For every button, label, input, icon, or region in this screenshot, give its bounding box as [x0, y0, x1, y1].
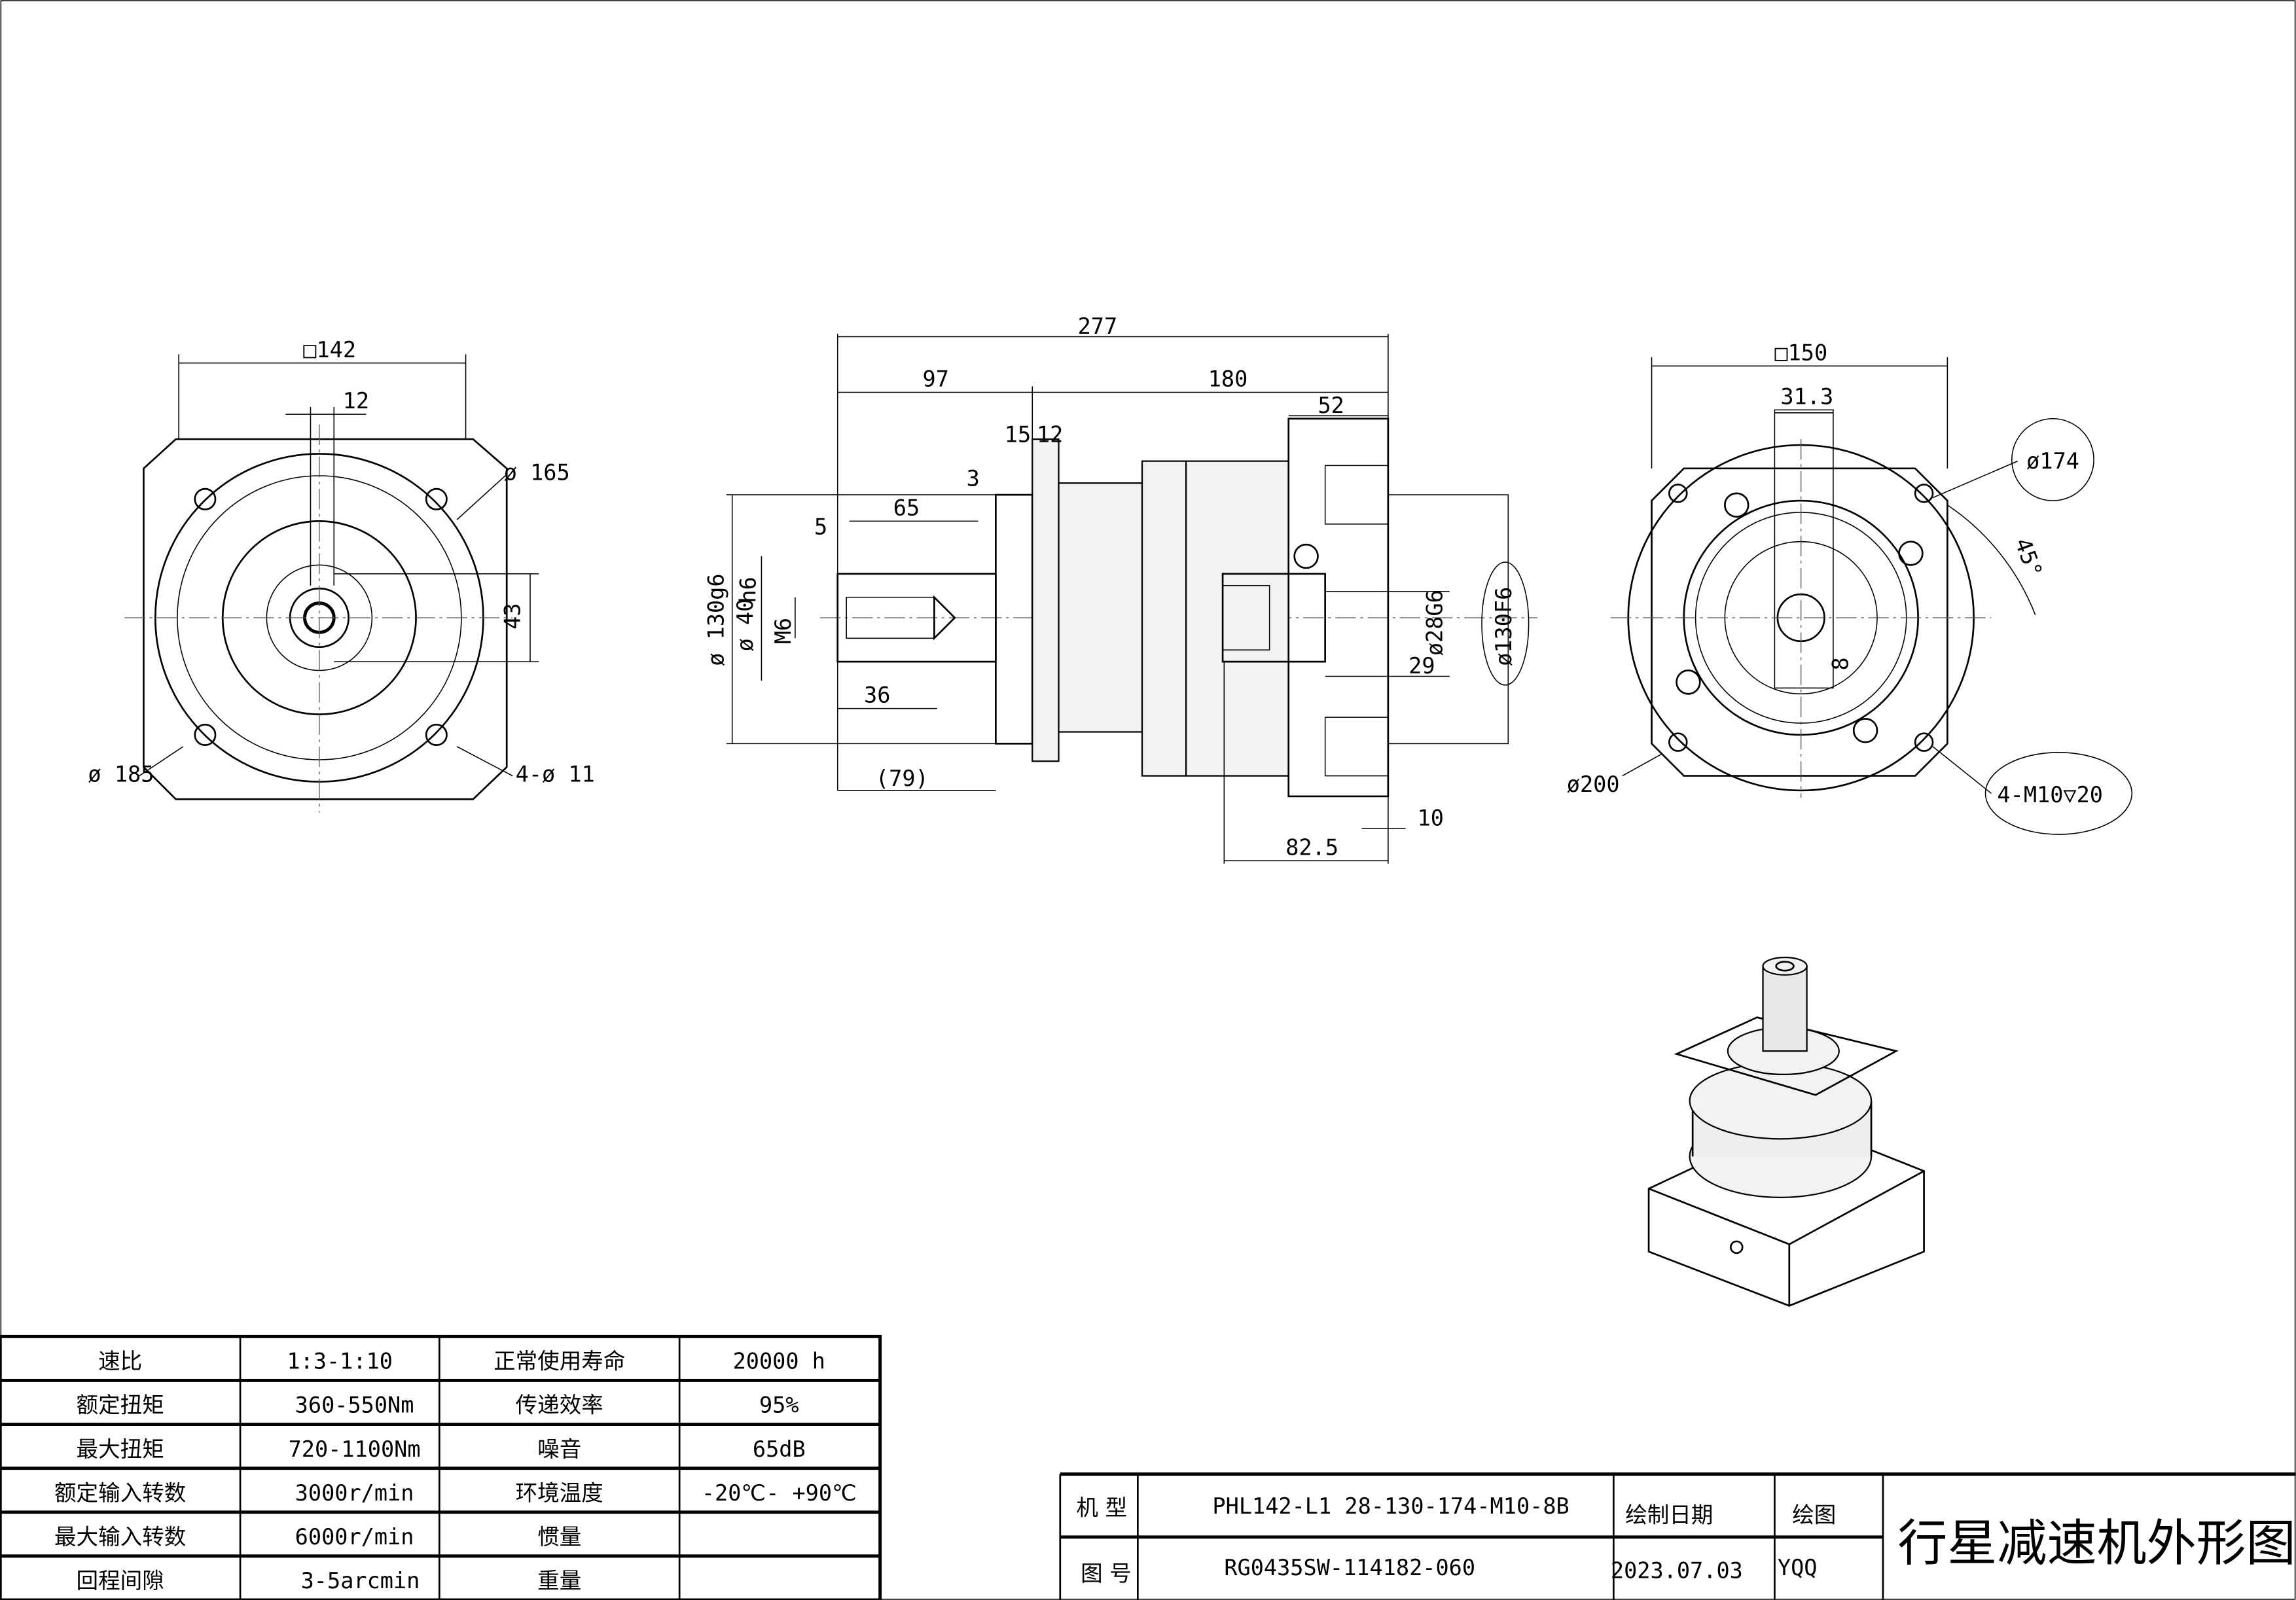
- dim-36: 36: [864, 683, 890, 708]
- dim-52: 52: [1318, 393, 1344, 418]
- spec-label: 环境温度: [516, 1480, 603, 1506]
- dim-3: 3: [967, 466, 980, 491]
- spec-label: 额定扭矩: [77, 1393, 164, 1418]
- drawing-number: RG0435SW-114182-060: [1224, 1555, 1475, 1580]
- spec-value: 3000r/min: [295, 1480, 414, 1506]
- dim-8: 8: [1827, 657, 1853, 670]
- dim-holes: 4-ø 11: [516, 762, 595, 787]
- spec-label: 最大扭矩: [77, 1436, 164, 1462]
- dim-82-5: 82.5: [1285, 834, 1338, 860]
- dim-dia-174: ø174: [2026, 448, 2079, 474]
- side-view: 277 97 180 52 15 12 3 65 5 ø 130g6 ø 40 …: [703, 313, 1538, 864]
- drawing-number-label: 图 号: [1081, 1561, 1132, 1586]
- model-number: PHL142-L1 28-130-174-M10-8B: [1212, 1493, 1569, 1519]
- title-block: 机 型 PHL142-L1 28-130-174-M10-8B 图 号 RG04…: [1059, 1472, 2296, 1600]
- spec-label: 速比: [98, 1349, 142, 1374]
- spec-value: 95%: [759, 1393, 799, 1418]
- dim-79: (79): [876, 766, 929, 791]
- dim-65: 65: [893, 495, 920, 520]
- drawing-title: 行星减速机外形图: [1897, 1514, 2295, 1573]
- dim-15: 15: [1005, 422, 1031, 448]
- spec-value: 3-5arcmin: [301, 1568, 420, 1593]
- dim-5: 5: [814, 514, 827, 539]
- dim-180: 180: [1208, 366, 1248, 392]
- spec-table: 速比 1:3-1:10 正常使用寿命 20000 h 额定扭矩 360-550N…: [0, 1334, 882, 1600]
- spec-value: 20000 h: [733, 1349, 825, 1374]
- spec-value: 720-1100Nm: [289, 1436, 421, 1462]
- spec-label: 最大输入转数: [54, 1524, 186, 1550]
- dim-h6: h6: [735, 577, 761, 603]
- spec-value: 1:3-1:10: [287, 1349, 393, 1374]
- spec-value: 360-550Nm: [295, 1393, 414, 1418]
- spec-label: 正常使用寿命: [493, 1349, 625, 1374]
- dim-square-150: □150: [1774, 340, 1827, 365]
- dim-dia-130f6: ø130F6: [1491, 587, 1516, 666]
- dim-97: 97: [923, 366, 949, 392]
- spec-value: 65dB: [753, 1436, 806, 1462]
- dim-dia-40: ø 40: [732, 599, 758, 652]
- dim-10: 10: [1418, 806, 1444, 831]
- date-label: 绘制日期: [1625, 1502, 1713, 1527]
- dim-12: 12: [1037, 422, 1063, 448]
- output-end-view: □150 31.3 ø174 45° 8 ø200 4-M10▽20: [1567, 340, 2133, 835]
- input-end-view: □142 12 ø 165 43 ø 185 4-ø 11: [88, 337, 595, 813]
- spec-value: -20℃- +90℃: [702, 1480, 857, 1506]
- model-label: 机 型: [1076, 1495, 1127, 1520]
- dim-43: 43: [499, 603, 525, 629]
- dim-key-31-3: 31.3: [1780, 383, 1833, 409]
- spec-label: 回程间隙: [77, 1568, 164, 1593]
- drawn-by: YQQ: [1778, 1555, 1818, 1580]
- dim-dia-130g6: ø 130g6: [703, 573, 728, 666]
- dim-29: 29: [1408, 653, 1435, 679]
- dim-dia-165: ø 165: [504, 460, 570, 486]
- spec-label: 惯量: [537, 1524, 581, 1550]
- dim-dia-200: ø200: [1567, 772, 1620, 797]
- dim-dia-28g6: ø28G6: [1422, 590, 1448, 656]
- drawn-by-label: 绘图: [1792, 1502, 1836, 1527]
- spec-label: 传递效率: [516, 1393, 603, 1418]
- spec-label: 额定输入转数: [54, 1480, 186, 1506]
- dim-dia-185: ø 185: [88, 762, 154, 787]
- spec-label: 噪音: [537, 1436, 581, 1462]
- dim-key-12: 12: [343, 388, 369, 414]
- dim-angle-45: 45°: [2010, 535, 2047, 580]
- dim-m6: M6: [770, 618, 796, 644]
- dim-threads: 4-M10▽20: [1997, 782, 2103, 808]
- dim-square-142: □142: [303, 337, 356, 363]
- spec-label: 重量: [537, 1568, 581, 1593]
- drawing-date: 2023.07.03: [1611, 1557, 1743, 1583]
- spec-value: 6000r/min: [295, 1524, 414, 1550]
- dim-277: 277: [1078, 313, 1118, 339]
- isometric-view: [1647, 956, 1925, 1307]
